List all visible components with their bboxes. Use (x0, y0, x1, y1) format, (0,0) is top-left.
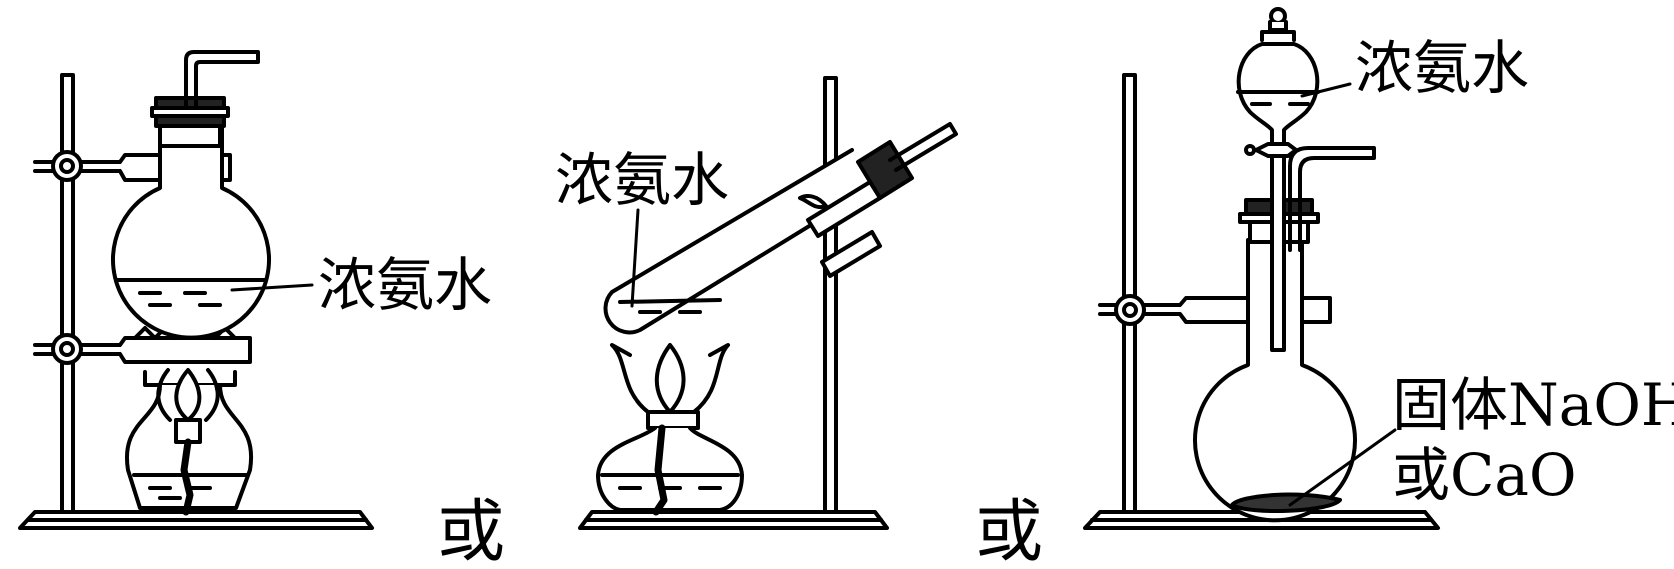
setup-a-liquid-label: 浓氨水 (318, 251, 492, 319)
setup-c-funnel-flask (1083, 7, 1440, 530)
setup-a-lower-clamp (33, 333, 252, 365)
setup-a-alcohol-lamp (124, 368, 254, 516)
setup-c-round-flask (1193, 238, 1357, 523)
setup-c-liquid-label: 浓氨水 (1355, 34, 1529, 102)
setup-a-flask-heating (18, 50, 374, 530)
setup-a-round-flask (111, 120, 271, 340)
setup-b-alcohol-lamp (596, 343, 744, 516)
setup-a-rubber-stopper (150, 96, 230, 148)
setup-b-label-leader (630, 208, 640, 308)
setup-a-delivery-tube (184, 50, 260, 110)
setup-c-stand-rod (1122, 73, 1137, 514)
setup-b-test-tube-heating (578, 76, 958, 530)
setup-b-tube-clamp (798, 180, 882, 278)
setup-a-stand-base (18, 510, 374, 530)
setup-b-stand-rod (823, 76, 838, 514)
setup-b-liquid-label: 浓氨水 (555, 146, 729, 214)
setup-a-label-leader (230, 283, 314, 292)
setup-c-solid-leader (1288, 428, 1397, 507)
or-separator-1: 或 (437, 493, 505, 569)
setup-c-solid-label-line2: 或CaO (1392, 441, 1577, 509)
setup-a-stand-rod (60, 73, 75, 514)
setup-c-delivery-tube (1288, 146, 1376, 252)
or-separator-2: 或 (975, 493, 1043, 569)
setup-b-stand-base (578, 510, 889, 530)
setup-c-liquid-leader (1300, 82, 1352, 98)
setup-c-solid-label-line1: 固体NaOH (1392, 371, 1674, 439)
setup-c-separatory-funnel (1236, 7, 1320, 352)
